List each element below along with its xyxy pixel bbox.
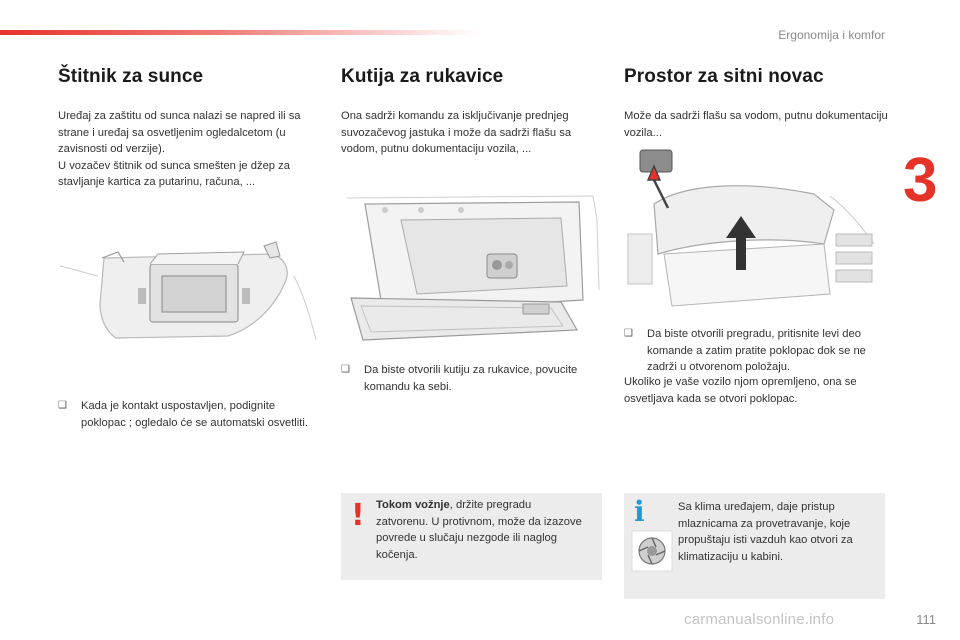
section-title: Prostor za sitni novac [624,66,824,87]
switch-knob-icon [492,260,502,270]
instruction-bullet: ❑ Da biste otvorili kutiju za rukavice, … [341,362,603,395]
switch-knob-icon [505,261,513,269]
glove-box-illustration [346,195,600,341]
warning-rest: , držite pregradu zatvorenu. U protivnom… [376,499,582,561]
chapter-title: Ergonomija i komfor [778,28,885,42]
roof-line [59,265,99,277]
instruction-bullet: ❑ Da biste otvorili pregradu, pritisnite… [624,326,888,376]
warning-box: ! Tokom vožnje, držite pregradu zatvoren… [341,493,602,580]
pillar-line [293,275,317,341]
vent-icon [458,207,464,213]
section-title: Štitnik za sunce [58,66,204,87]
air-vent-icon [631,530,673,572]
info-box: i Sa klima uređajem, daje pristup mlazni… [624,493,885,599]
warning-bold: Tokom vožnje [376,499,450,511]
instruction-bullet: ❑ Kada je kontakt uspostavljen, podignit… [58,398,320,431]
section-coin-tray: Prostor za sitni novac Može da sadrži fl… [624,66,888,141]
tray-lid [653,185,835,255]
section-paragraph: Ona sadrži komandu za isključivanje pred… [341,110,572,155]
section-paragraph: Ukoliko je vaše vozilo njom opremljeno, … [624,376,857,405]
hinge-icon [101,251,125,263]
tray-button-icon [639,149,673,173]
bullet-icon: ❑ [341,364,350,375]
section-paragraph: U vozačev štitnik od sunca smešten je dž… [58,159,290,189]
light-icon [242,288,250,304]
bullet-text: Da biste otvorili pregradu, pritisnite l… [647,328,866,373]
vent-slat [835,269,873,283]
section-glove-box: Kutija za rukavice Ona sadrži komandu za… [341,66,603,158]
lid-latch-icon [522,303,550,315]
vent-icon [418,207,424,213]
section-title: Kutija za rukavice [341,66,504,87]
footer-watermark: carmanualsonline.info [684,611,835,628]
arrow-up-icon [726,216,756,238]
side-panel [627,233,653,285]
vent-slat [835,251,873,265]
bullet-text: Kada je kontakt uspostavljen, podignite … [81,400,308,429]
sun-visor-illustration [59,241,317,341]
clip-icon [263,241,281,259]
light-icon [138,288,146,304]
bullet-icon: ❑ [58,400,67,411]
warning-text: Tokom vožnje, držite pregradu zatvorenu.… [376,497,586,563]
tray-body [663,243,831,307]
glove-box-lid [350,297,579,341]
airbag-switch-icon [486,253,518,279]
section-paragraph: Može da sadrži flašu sa vodom, putnu dok… [624,110,888,139]
coin-tray-illustration [627,149,875,307]
section-sun-visor: Štitnik za sunce Uređaj za zaštitu od su… [58,66,320,191]
section-paragraph: Uređaj za zaštitu od sunca nalazi se nap… [58,110,301,155]
page-number: 111 [916,612,936,627]
info-icon: i [634,495,645,528]
info-text: Sa klima uređajem, daje pristup mlaznica… [678,501,853,563]
cavity-inner [400,217,568,295]
vent-icon [382,207,388,213]
vent-slat [835,233,873,247]
bullet-icon: ❑ [624,328,633,339]
arrow-shaft-icon [736,236,746,270]
lid-inner-edge [360,305,564,333]
mirror-glass [161,275,227,313]
warning-icon: ! [351,498,365,533]
header-accent-bar [0,30,480,35]
mirror-cover [149,251,245,265]
dashboard-line [346,195,600,291]
chapter-number: 3 [903,146,938,215]
arrow-up-shaft [652,179,670,209]
bullet-text: Da biste otvorili kutiju za rukavice, po… [364,364,578,393]
